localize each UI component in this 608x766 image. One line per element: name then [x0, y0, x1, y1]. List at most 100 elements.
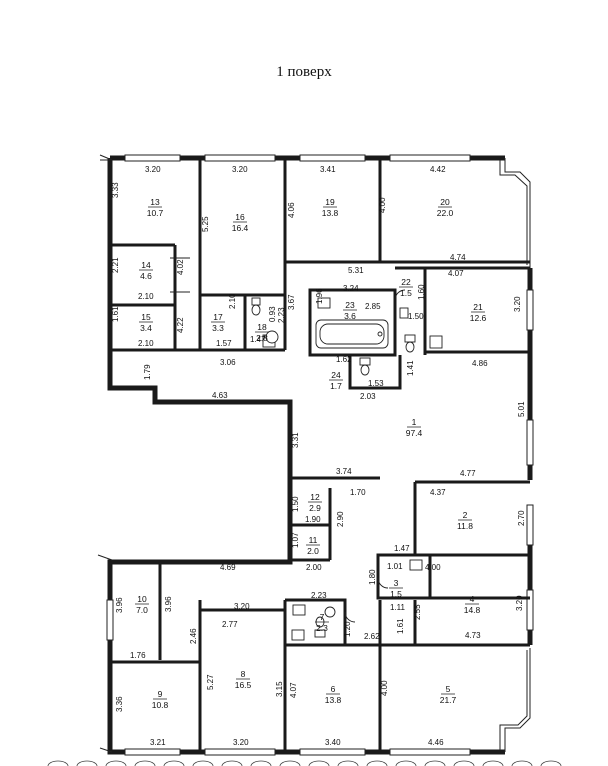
dimension-label: 1.57 [216, 339, 232, 348]
floor-title: 1 поверх [276, 64, 332, 80]
dimension-label: 1.80 [368, 569, 377, 585]
axis-bubble [134, 760, 156, 766]
axis-bubble [250, 760, 272, 766]
dimension-label: 2.62 [364, 632, 380, 641]
dimension-label: 3.20 [513, 296, 522, 312]
dimension-label: 3.74 [336, 467, 352, 476]
dimension-label: 4.00 [425, 563, 441, 572]
dimension-label: 3.20 [234, 602, 250, 611]
room-number: 17 [213, 312, 223, 322]
dimension-label: 4.07 [448, 269, 464, 278]
dimension-label: 1.70 [350, 488, 366, 497]
room-area: 11.8 [457, 521, 473, 531]
interior-walls [110, 158, 530, 752]
axis-bubble [279, 760, 301, 766]
room-area: 14.8 [464, 605, 481, 615]
room-area: 3.6 [344, 311, 356, 321]
dimension-label: 4.69 [220, 563, 236, 572]
room-area: 16.4 [232, 223, 249, 233]
dimension-label: 5.31 [348, 266, 364, 275]
axis-bubble [395, 760, 417, 766]
dimension-label: 3.20 [515, 595, 524, 611]
dimension-label: 2.55 [413, 604, 422, 620]
dimension-label: 3.20 [145, 165, 161, 174]
sink-icon [262, 297, 443, 641]
dimension-label: 4.74 [450, 253, 466, 262]
dimension-label: 1.60 [417, 284, 426, 300]
dimension-label: 1.47 [250, 335, 266, 344]
dimension-label: 3.40 [325, 738, 341, 747]
room-number: 2 [463, 510, 468, 520]
dimension-label: 2.10 [228, 293, 237, 309]
dimension-label: 2.23 [311, 591, 327, 600]
axis-bubble [453, 760, 475, 766]
room-number: 21 [473, 302, 483, 312]
dimension-label: 1.50 [291, 496, 300, 512]
dimension-label: 1.79 [143, 364, 152, 380]
axis-bubble [163, 760, 185, 766]
dimension-label: 2.23 [277, 307, 286, 323]
dimension-label: 2.90 [336, 511, 345, 527]
room-area: 16.5 [235, 680, 252, 690]
dimension-label: 1.01 [387, 562, 403, 571]
dimension-label: 5.25 [201, 216, 210, 232]
axis-bubble [308, 760, 330, 766]
dimension-label: 3.20 [233, 738, 249, 747]
axis-bubble [366, 760, 388, 766]
dimension-label: 4.46 [428, 738, 444, 747]
axis-bubble [47, 760, 69, 766]
dimension-label: 4.06 [287, 202, 296, 218]
dimension-label: 1.76 [130, 651, 146, 660]
room-number: 15 [141, 312, 151, 322]
axis-bubble [540, 760, 562, 766]
door-swings [159, 257, 406, 663]
dimension-label: 4.86 [472, 359, 488, 368]
dimension-label: 3.96 [164, 596, 173, 612]
dimension-label: 2.00 [306, 563, 322, 572]
axis-bubble [105, 760, 127, 766]
dimension-label: 4.73 [465, 631, 481, 640]
dimension-label: 2.77 [222, 620, 238, 629]
room-number: 13 [150, 197, 160, 207]
dimension-label: 2.70 [517, 510, 526, 526]
room-area: 10.8 [152, 700, 169, 710]
axis-bubble [511, 760, 533, 766]
dimension-label: 4.07 [289, 682, 298, 698]
room-area: 2.0 [307, 546, 319, 556]
dimension-label: 4.42 [430, 165, 446, 174]
dimension-label: 1.90 [305, 515, 321, 524]
dimension-label: 3.06 [220, 358, 236, 367]
dimension-label: 1.53 [368, 379, 384, 388]
windows [106, 154, 534, 756]
bathtub-icon [315, 319, 389, 349]
room-area: 22.0 [437, 208, 454, 218]
dimension-label: 1.47 [394, 544, 410, 553]
room-area: 12.6 [470, 313, 487, 323]
dimension-label: 0.93 [268, 306, 277, 322]
dimension-label: 1.62 [336, 355, 352, 364]
toilet-icon [251, 297, 416, 638]
room-number: 4 [470, 594, 475, 604]
room-number: 19 [325, 197, 335, 207]
axis-bubble [192, 760, 214, 766]
dimension-label: 3.24 [343, 284, 359, 293]
dimension-label: 3.96 [115, 597, 124, 613]
room-number: 18 [257, 322, 267, 332]
room-number: 6 [331, 684, 336, 694]
dimension-label: 1.50 [408, 312, 424, 321]
dimension-label: 3.36 [115, 696, 124, 712]
axis-bubble [424, 760, 446, 766]
dimension-label: 3.33 [111, 182, 120, 198]
room-area: 2.9 [309, 503, 321, 513]
room-area: 3.3 [212, 323, 224, 333]
room-number: 23 [345, 300, 355, 310]
room-number: 1 [412, 417, 417, 427]
room-area: 21.7 [440, 695, 457, 705]
dimension-label: 4.77 [460, 469, 476, 478]
dimension-label: 1.61 [111, 306, 120, 322]
dimension-label: 2.10 [138, 339, 154, 348]
dimension-label: 1.41 [406, 360, 415, 376]
dimension-label: 2.10 [138, 292, 154, 301]
